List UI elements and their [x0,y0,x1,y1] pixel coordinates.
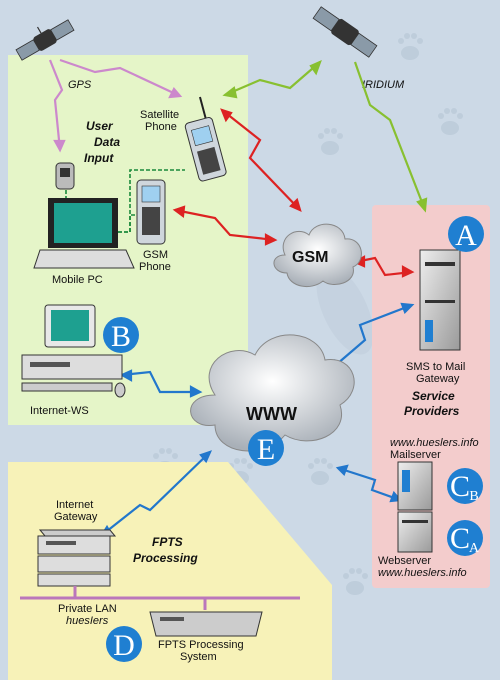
svg-text:A: A [469,541,480,556]
private-lan-line [20,586,300,610]
sms-gateway-server-icon [419,249,461,351]
gsm-arrows [172,108,415,278]
svg-text:B: B [111,320,131,353]
mobile-pc-label: Mobile PC [52,274,103,286]
svg-text:D: D [113,629,135,662]
private-lan-label-l1: Private LAN [58,603,117,615]
internet-gateway-icon [37,529,117,587]
gps-label: GPS [68,79,92,91]
webserver-icon [397,511,433,553]
gps-arrows [48,58,183,153]
badge-d: D [106,626,142,662]
badge-cb: C B [447,468,483,504]
mobile-pc-icon [33,198,135,269]
iridium-label: IRIDIUM [362,79,405,91]
badge-b: B [103,317,139,353]
fpts-system-label-l2: System [180,651,217,663]
svg-text:A: A [455,219,477,252]
iridium-satellite-icon [312,6,378,58]
svg-text:C: C [450,522,470,555]
satellite-phone-icon [184,96,227,182]
user-data-label-l1: User [86,119,114,133]
fpts-processing-label-l2: Processing [133,551,198,565]
badge-ca: C A [447,520,483,556]
satellite-phone-label-l1: Satellite [140,109,179,121]
gsm-cloud-label: GSM [292,249,328,266]
internet-workstation-icon [21,304,126,398]
sms-gateway-label-l2: Gateway [416,373,460,385]
www-cloud [190,334,355,452]
service-providers-label-l2: Providers [404,404,460,418]
svg-text:B: B [469,489,478,504]
mailserver-label: Mailserver [390,449,441,461]
mailserver-icon [397,461,433,511]
gps-satellite-icon [15,19,75,61]
mailserver-url-label: www.hueslers.info [390,437,479,449]
webserver-label: Webserver [378,555,431,567]
gsm-cloud [273,223,362,288]
iridium-arrows [222,59,428,213]
badge-e: E [248,430,284,466]
webserver-url-label: www.hueslers.info [378,567,467,579]
gsm-phone-label-l2: Phone [139,261,171,273]
internet-gateway-label-l1: Internet [56,499,93,511]
badge-a: A [448,216,484,252]
fpts-system-label-l1: FPTS Processing [158,639,244,651]
data-cables [65,169,185,233]
gsm-phone-label-l1: GSM [143,249,168,261]
internet-ws-label: Internet-WS [30,405,89,417]
user-data-label-l3: Input [84,151,114,165]
svg-text:E: E [257,433,275,466]
satellite-phone-label-l2: Phone [145,121,177,133]
gsm-phone-icon [136,179,166,245]
fpts-processing-label-l1: FPTS [152,535,183,549]
gps-receiver-icon [55,162,75,190]
user-data-label-l2: Data [94,135,120,149]
service-providers-label-l1: Service [412,389,455,403]
svg-text:C: C [450,470,470,503]
private-lan-label-l2: huesIers [66,615,109,627]
www-cloud-label: WWW [246,404,297,424]
internet-gateway-label-l2: Gateway [54,511,98,523]
fpts-processing-system-icon [149,611,263,637]
sms-gateway-label-l1: SMS to Mail [406,361,465,373]
